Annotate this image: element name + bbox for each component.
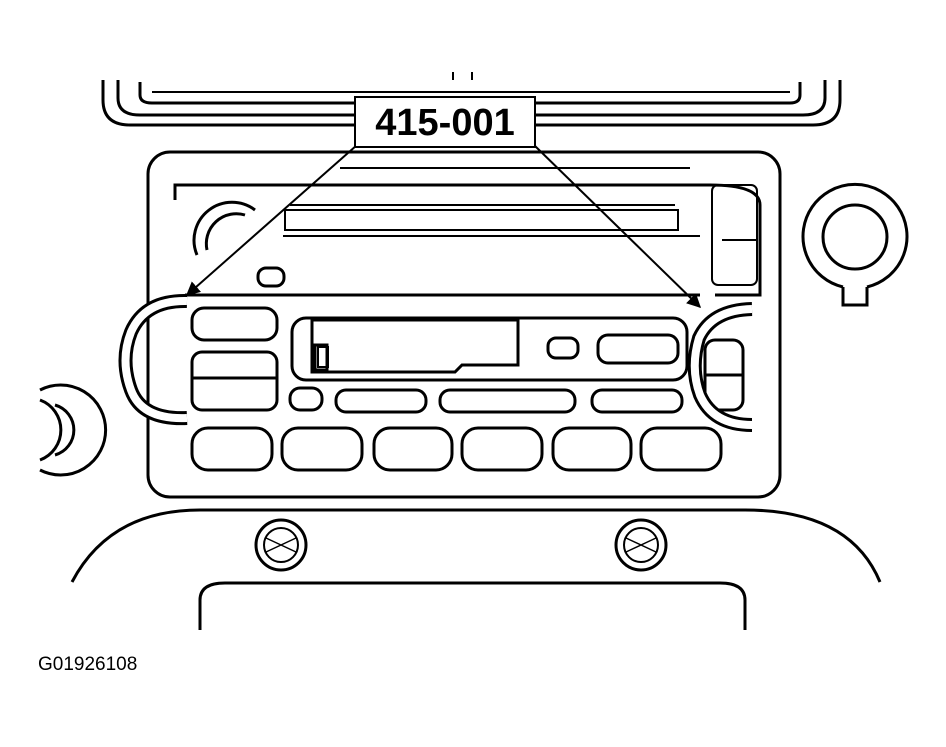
radio-upper-section [173,167,762,297]
radio-faceplate [146,150,782,499]
radio-removal-tool-icon [118,293,188,426]
preset-buttons [190,426,723,472]
arrow-icon [185,144,358,296]
knob-icon [801,182,909,307]
left-buttons [190,306,684,414]
tool-callout-box: 415-001 [354,96,536,148]
knob-icon [192,200,256,256]
knob-icon [39,383,108,477]
cassette-door [290,316,689,382]
vent-tick-marks [452,72,473,80]
tool-number-label: 415-001 [375,102,514,144]
figure-id: G01926108 [38,654,137,675]
screw-icon [614,518,668,572]
screw-icon [254,518,308,572]
radio-removal-tool-icon [687,302,753,432]
right-buttons [703,338,745,412]
arrow-icon [533,144,702,308]
lower-console [70,508,882,630]
